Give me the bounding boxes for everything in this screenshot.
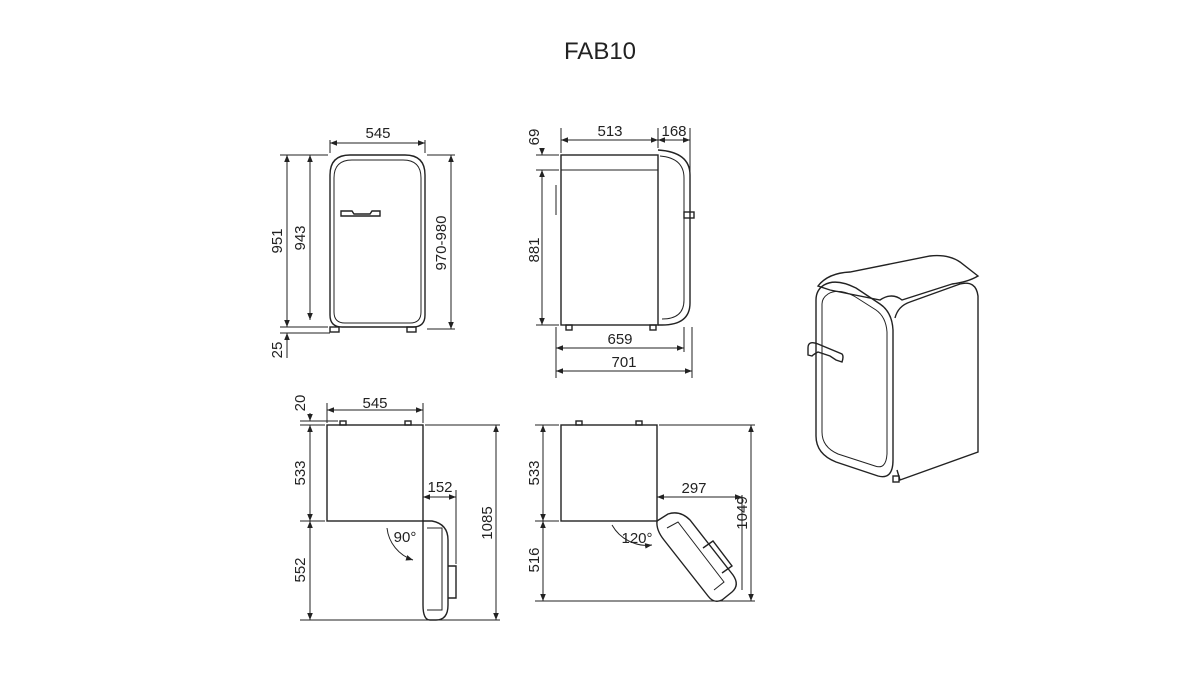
dim-side-depth-total: 701 (611, 354, 636, 371)
dim-side-top-offset: 69 (526, 129, 543, 146)
plan120-door (656, 512, 737, 603)
dim-plan90-total: 1085 (479, 506, 496, 539)
perspective-door (815, 281, 894, 478)
dim-plan90-depth: 533 (292, 460, 309, 485)
side-body-outline (560, 154, 659, 326)
dim-front-height-range: 970-980 (433, 215, 450, 270)
front-foot-right (406, 326, 417, 333)
dim-side-door-depth: 168 (661, 123, 686, 140)
dim-plan120-door-proj: 297 (681, 480, 706, 497)
dim-plan120-door-swing: 516 (526, 547, 543, 572)
perspective-side (894, 282, 979, 481)
side-foot-left (565, 324, 573, 331)
plan120-handle (702, 540, 733, 574)
dim-plan90-angle: 90° (394, 529, 417, 546)
dim-front-height-body: 943 (292, 225, 309, 250)
plan-view-90: 90° 545 20 533 552 152 1085 (292, 395, 500, 621)
plan120-swing-arc (611, 524, 653, 549)
dim-front-height-total: 951 (269, 228, 286, 253)
front-foot-left (329, 326, 340, 333)
plan120-body (560, 424, 658, 522)
perspective-view (807, 254, 980, 483)
dim-plan120-angle: 120° (621, 530, 652, 547)
perspective-top (816, 254, 980, 301)
plan90-handle (448, 565, 457, 599)
dim-plan120-total: 1049 (734, 496, 751, 529)
side-door-outline (657, 149, 691, 326)
side-handle (683, 211, 695, 219)
dim-plan90-door-swing: 552 (292, 557, 309, 582)
dim-side-height: 881 (526, 237, 543, 262)
plan-view-120: 120° 533 516 297 1049 (526, 420, 755, 603)
side-foot-right (649, 324, 657, 331)
dim-front-width: 545 (365, 125, 390, 142)
side-view: 513 168 69 881 659 701 (526, 123, 695, 378)
plan90-body (326, 424, 424, 522)
plan90-swing-arc (386, 527, 414, 561)
dim-plan90-door-proj: 152 (427, 479, 452, 496)
dim-side-depth: 513 (597, 123, 622, 140)
dim-plan90-width: 545 (362, 395, 387, 412)
dim-front-feet: 25 (269, 342, 286, 359)
perspective-handle (807, 341, 844, 363)
front-view: 545 951 943 970-980 25 (269, 125, 455, 358)
dim-side-depth-no-handle: 659 (607, 331, 632, 348)
dim-plan120-depth: 533 (526, 460, 543, 485)
model-title: FAB10 (563, 38, 637, 65)
plan90-door (422, 520, 449, 621)
front-body-outline (329, 154, 426, 328)
dim-plan90-offset: 20 (292, 395, 309, 412)
door-handle (340, 210, 381, 217)
